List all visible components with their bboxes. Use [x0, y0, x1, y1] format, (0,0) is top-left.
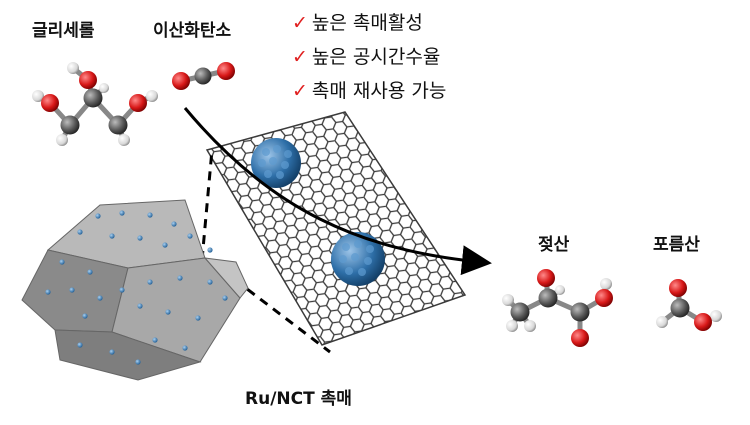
catalyst-label: Ru/NCT 촉매: [245, 389, 352, 409]
check-icon: ✓: [292, 80, 308, 102]
advantage-text: 높은 촉매활성: [311, 12, 423, 34]
advantage-text: 높은 공시간수율: [311, 46, 441, 68]
graphene-sheet: [205, 111, 467, 346]
catalyst-polyhedron: [21, 199, 249, 381]
advantage-item-1: ✓높은 촉매활성: [292, 8, 423, 35]
lactic-acid-label: 젖산: [538, 235, 570, 255]
nanoparticle-upper: [251, 138, 301, 188]
check-icon: ✓: [292, 46, 308, 68]
advantage-item-3: ✓촉매 재사용 가능: [292, 76, 446, 103]
lactic-acid-molecule: [502, 269, 613, 347]
advantage-item-2: ✓높은 공시간수율: [292, 42, 440, 69]
formic-acid-molecule: [656, 279, 722, 331]
check-icon: ✓: [292, 12, 308, 34]
reaction-arrow: [183, 107, 492, 276]
glycerol-label: 글리세롤: [32, 21, 95, 41]
glycerol-molecule: [32, 62, 158, 146]
advantage-text: 촉매 재사용 가능: [311, 80, 447, 102]
co2-label: 이산화탄소: [153, 21, 232, 41]
co2-molecule: [172, 62, 235, 90]
nanoparticle-lower: [331, 232, 385, 286]
formic-acid-label: 포름산: [653, 235, 700, 255]
